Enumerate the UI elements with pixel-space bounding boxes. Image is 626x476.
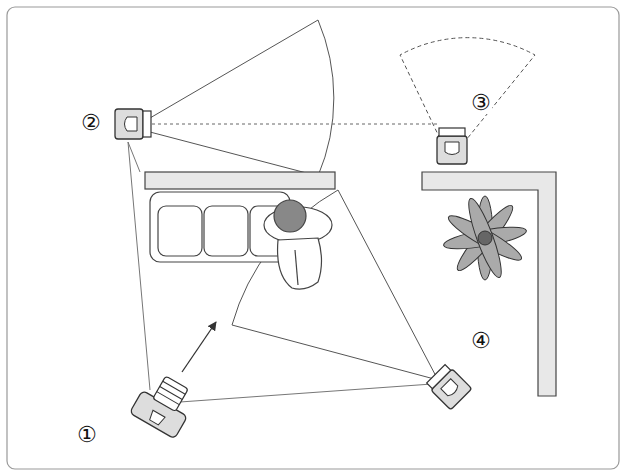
- wall-bar: [145, 172, 335, 189]
- l-table: [422, 172, 556, 396]
- person: [264, 200, 332, 289]
- callout-number: ③: [470, 92, 492, 114]
- frame: [7, 7, 619, 469]
- field-line: [180, 384, 432, 402]
- light-beam: [232, 190, 438, 380]
- callout-number: ①: [76, 424, 98, 446]
- camera: [129, 370, 199, 439]
- light-head: [425, 363, 472, 410]
- field-line: [128, 142, 140, 172]
- light-head: [115, 109, 151, 139]
- light-beam-dashed: [400, 38, 535, 145]
- light-beam: [150, 20, 334, 176]
- callout-number: ②: [80, 112, 102, 134]
- plant: [442, 196, 528, 280]
- light-head: [437, 128, 467, 164]
- callout-number: ④: [470, 330, 492, 352]
- camera-direction: [182, 322, 216, 372]
- sight-line: [152, 124, 438, 125]
